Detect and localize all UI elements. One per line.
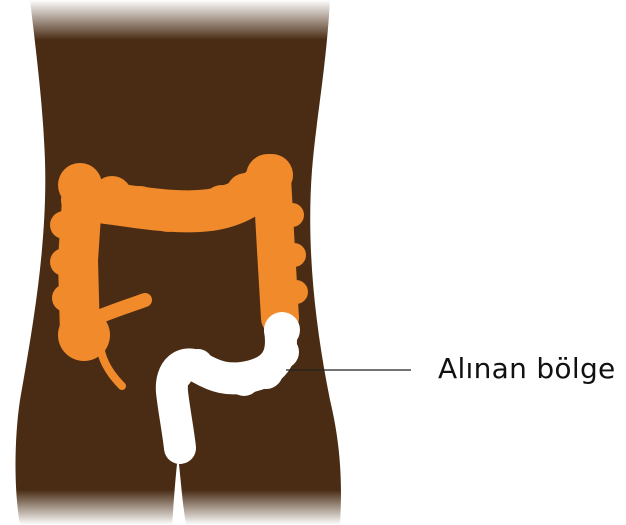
removed-section-label: Alınan bölge: [438, 352, 616, 385]
cecum: [58, 309, 110, 361]
bottom-fade: [0, 490, 626, 525]
descending-colon: [272, 178, 280, 318]
top-fade: [0, 0, 626, 40]
